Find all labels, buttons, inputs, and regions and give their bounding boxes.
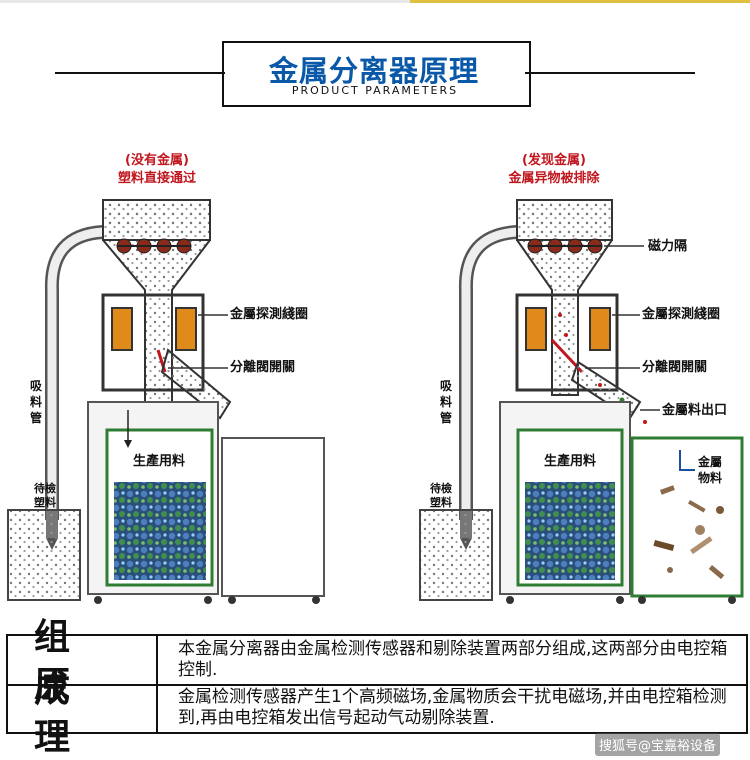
page-subtitle: PRODUCT PARAMETERS xyxy=(291,84,459,97)
title-block: 金属分离器原理 xyxy=(0,38,750,107)
right-top-label-2: 金属异物被排除 xyxy=(507,170,600,186)
title-rule-left xyxy=(55,72,225,74)
left-panel: (没有金属) 塑料直接通过 待檢 塑料 吸 料 管 金屬探測綫圈 xyxy=(7,152,325,604)
watermark: 搜狐号@宝嘉裕设备 xyxy=(595,733,721,756)
left-coil-label: 金屬探測綫圈 xyxy=(229,306,308,322)
row-head-principle: 原理 xyxy=(8,665,158,758)
left-suction-label-1: 吸 xyxy=(30,379,43,393)
right-outlet-label: 金屬料出口 xyxy=(661,402,727,418)
right-metal-bin xyxy=(630,436,744,598)
left-top-label-1: (没有金属) xyxy=(125,152,189,168)
left-suction-label-3: 管 xyxy=(30,410,42,425)
right-suction-label-2: 料 xyxy=(440,394,452,409)
right-product-label: 生產用料 xyxy=(544,453,596,469)
left-raw-container xyxy=(7,509,81,601)
right-coil-a xyxy=(525,307,547,351)
left-top-label-2: 塑料直接通过 xyxy=(118,170,196,186)
left-detector-box xyxy=(101,293,205,392)
separator-diagram: (没有金属) 塑料直接通过 待檢 塑料 吸 料 管 金屬探測綫圈 xyxy=(7,152,744,604)
right-top-label-1: (发现金属) xyxy=(522,152,586,168)
right-product-material xyxy=(525,482,615,580)
right-coil-label: 金屬探測綫圈 xyxy=(641,306,720,322)
right-raw-label-2: 塑料 xyxy=(430,495,452,509)
table-row: 原理 金属检测传感器产生1个高频磁场,金属物质会干扰电磁场,并由电控箱检测到,再… xyxy=(8,665,746,758)
right-metal-label-2: 物料 xyxy=(698,470,722,485)
right-metal-label-1: 金屬 xyxy=(697,454,722,469)
metal-debris xyxy=(653,485,725,580)
left-coil-b xyxy=(175,307,197,351)
left-magnet-row xyxy=(116,238,192,254)
top-light-bar xyxy=(0,0,410,3)
right-magnet-label: 磁力隔 xyxy=(648,238,687,254)
title-frame xyxy=(222,41,531,107)
row-text-principle: 金属检测传感器产生1个高频磁场,金属物质会干扰电磁场,并由电控箱检测到,再由电控… xyxy=(178,687,727,728)
left-gate-label: 分離閥開關 xyxy=(230,359,295,375)
description-table: 组成 本金属分离器由金属检测传感器和剔除装置两部分组成,这两部分由电控箱控制. … xyxy=(6,617,748,758)
left-raw-label-2: 塑料 xyxy=(34,495,56,509)
right-suction-label-3: 管 xyxy=(440,410,452,425)
right-magnet-row xyxy=(527,238,603,254)
left-suction-label-2: 料 xyxy=(30,394,42,409)
table-row: 组成 本金属分离器由金属检测传感器和剔除装置两部分组成,这两部分由电控箱控制. xyxy=(8,617,746,710)
left-raw-label-1: 待檢 xyxy=(33,481,56,495)
row-text-composition: 本金属分离器由金属检测传感器和剔除装置两部分组成,这两部分由电控箱控制. xyxy=(178,639,728,680)
right-panel: (发现金属) 金属异物被排除 待檢 塑料 吸 料 管 磁力隔 金屬探測綫圈 xyxy=(419,152,744,604)
right-gate-label: 分離閥開關 xyxy=(642,359,707,375)
page-title: 金属分离器原理 xyxy=(240,48,508,90)
title-rule-right xyxy=(525,72,695,74)
right-raw-container xyxy=(419,509,493,601)
left-side-cabinet xyxy=(221,437,325,597)
right-raw-label-1: 待檢 xyxy=(429,481,452,495)
right-suction-label-1: 吸 xyxy=(440,379,453,393)
right-detector-box xyxy=(515,293,619,392)
right-coil-b xyxy=(589,307,611,351)
left-product-material xyxy=(114,482,206,580)
left-coil-a xyxy=(111,307,133,351)
left-product-label: 生產用料 xyxy=(133,453,185,469)
